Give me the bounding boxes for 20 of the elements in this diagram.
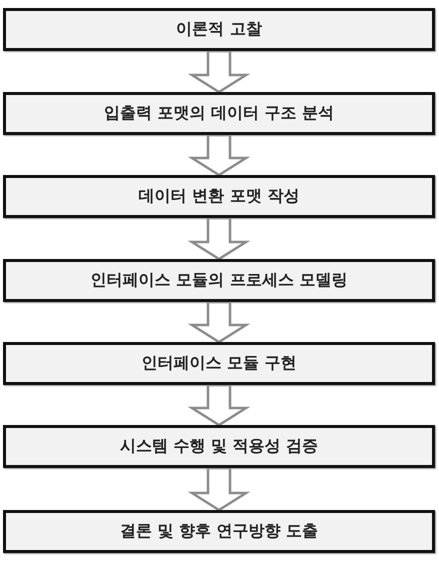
arrow [188, 216, 250, 260]
step-text: 인터페이스 모듈의 프로세스 모델링 [90, 270, 348, 291]
process-box [3, 259, 435, 302]
process-box [3, 342, 435, 385]
arrow [188, 384, 250, 426]
arrow [188, 134, 250, 176]
step-text: 인터페이스 모듈 구현 [141, 353, 297, 374]
arrow [188, 50, 250, 94]
process-box [3, 175, 435, 218]
step-text: 입출력 포맷의 데이터 구조 분석 [104, 103, 334, 124]
arrow [188, 300, 250, 344]
step-text: 시스템 수행 및 적용성 검증 [120, 436, 318, 457]
step-text: 결론 및 향후 연구방향 도출 [120, 521, 318, 542]
arrow [188, 466, 250, 512]
process-box [3, 8, 435, 51]
step-text: 이론적 고찰 [176, 19, 262, 40]
process-box [3, 425, 435, 468]
step-text: 데이터 변환 포맷 작성 [138, 186, 300, 207]
process-box [3, 510, 435, 553]
process-box [3, 92, 435, 135]
